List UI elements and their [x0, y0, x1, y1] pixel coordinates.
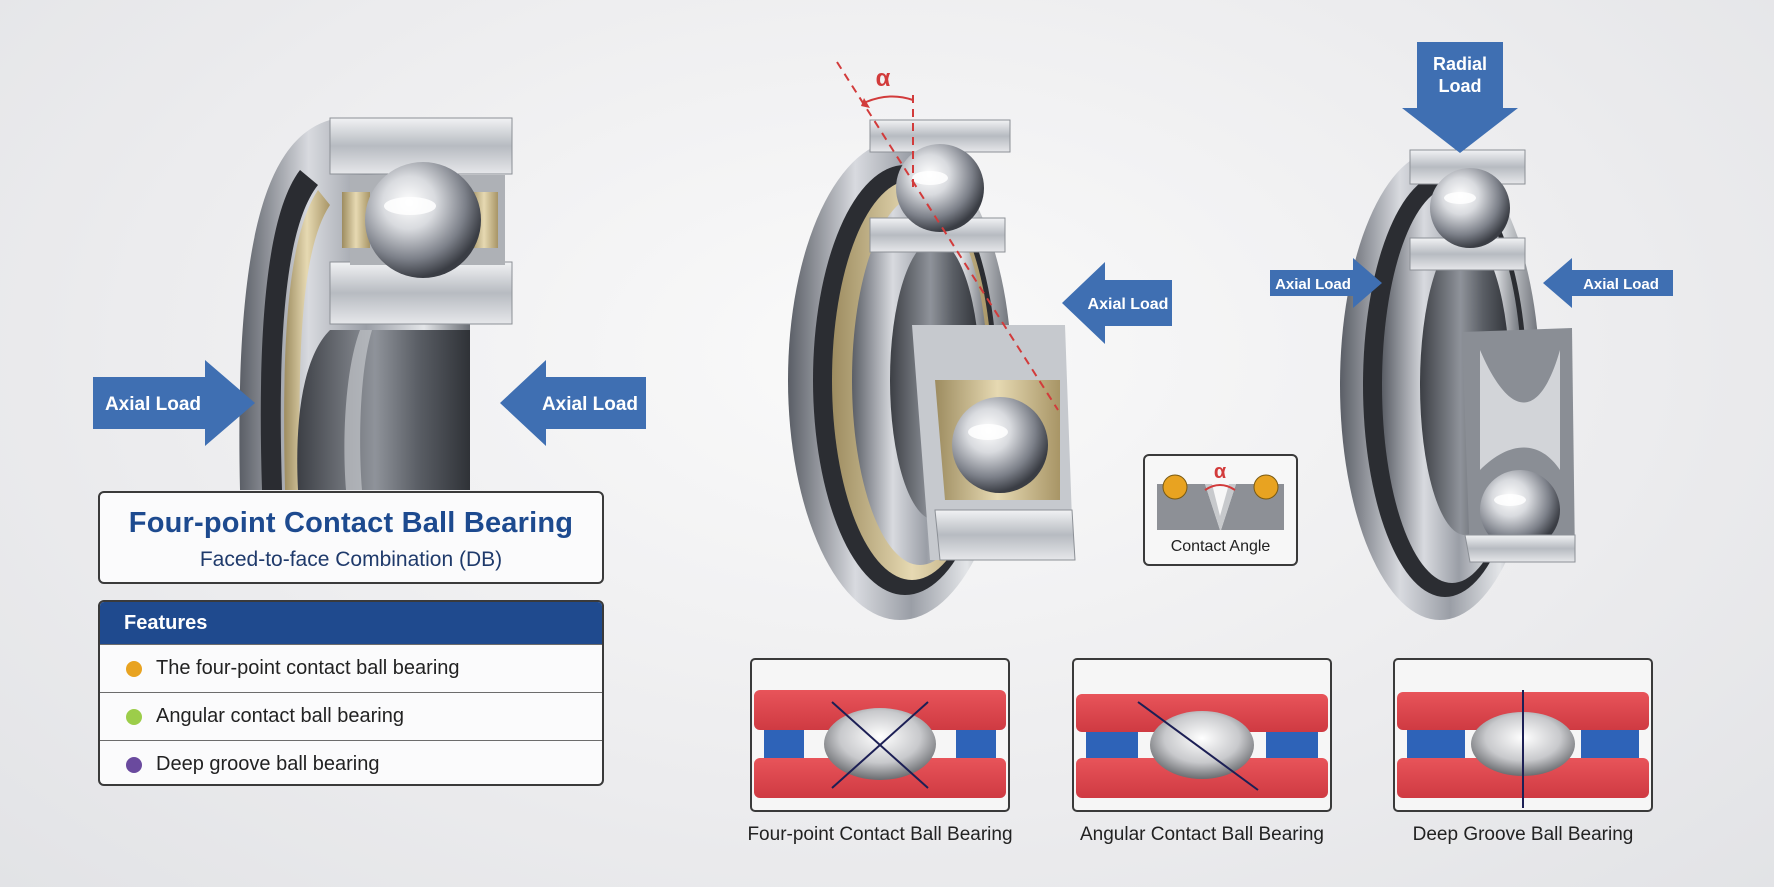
green-dot-icon: [126, 709, 142, 725]
axial-load-label: Axial Load: [1583, 276, 1659, 293]
feature-item: Deep groove ball bearing: [100, 740, 602, 784]
features-header: Features: [100, 602, 602, 644]
diagram-caption: Deep Groove Ball Bearing: [1412, 824, 1634, 845]
angular-bearing-render: [788, 119, 1076, 620]
contact-angle-label: Contact Angle: [1170, 538, 1271, 555]
bearing-subtitle: Faced-to-face Combination (DB): [199, 548, 503, 571]
angular-cross-section: [1076, 694, 1328, 798]
purple-dot-icon: [126, 757, 142, 773]
contact-angle-icon: α: [1157, 461, 1284, 530]
feature-label: Deep groove ball bearing: [156, 753, 380, 775]
feature-item: Angular contact ball bearing: [100, 692, 602, 740]
four-point-cross-section: [754, 690, 1006, 798]
axial-load-arrow-groove-left: Axial Load: [1270, 258, 1382, 308]
orange-dot-icon: [126, 661, 142, 677]
axial-load-arrow-right: Axial Load: [500, 360, 646, 446]
deep-groove-diagram: [1393, 658, 1653, 812]
features-panel: Features The four-point contact ball bea…: [98, 600, 604, 786]
four-point-bearing-render: [239, 117, 513, 490]
radial-load-label-line2: Load: [1439, 76, 1482, 96]
deep-groove-cross-section: [1397, 690, 1649, 808]
feature-label: The four-point contact ball bearing: [156, 657, 460, 679]
contact-angle-box: α Contact Angle: [1143, 454, 1298, 566]
axial-load-arrow-middle: Axial Load: [1062, 262, 1172, 344]
diagram-caption: Angular Contact Ball Bearing: [1080, 824, 1324, 845]
deep-groove-bearing-render: [1340, 149, 1576, 620]
contact-angle-alpha: α: [1214, 461, 1227, 483]
feature-label: Angular contact ball bearing: [156, 705, 404, 727]
bearing-title-box: Four-point Contact Ball Bearing Faced-to…: [98, 491, 604, 584]
radial-load-arrow: Radial Load: [1402, 42, 1518, 153]
angular-diagram: [1072, 658, 1332, 812]
axial-load-label: Axial Load: [105, 394, 201, 415]
axial-load-arrow-left: Axial Load: [93, 360, 255, 446]
radial-load-label-line1: Radial: [1433, 54, 1487, 74]
axial-load-label: Axial Load: [542, 394, 638, 415]
angle-alpha-label: α: [876, 65, 891, 92]
axial-load-arrow-groove-right: Axial Load: [1543, 258, 1673, 308]
bearing-title: Four-point Contact Ball Bearing: [128, 507, 574, 539]
diagram-caption: Four-point Contact Ball Bearing: [747, 824, 1013, 845]
four-point-diagram: [750, 658, 1010, 812]
contact-angle-indicator: α: [836, 61, 1059, 411]
axial-load-label: Axial Load: [1275, 276, 1351, 293]
feature-item: The four-point contact ball bearing: [100, 644, 602, 692]
axial-load-label: Axial Load: [1088, 296, 1169, 313]
